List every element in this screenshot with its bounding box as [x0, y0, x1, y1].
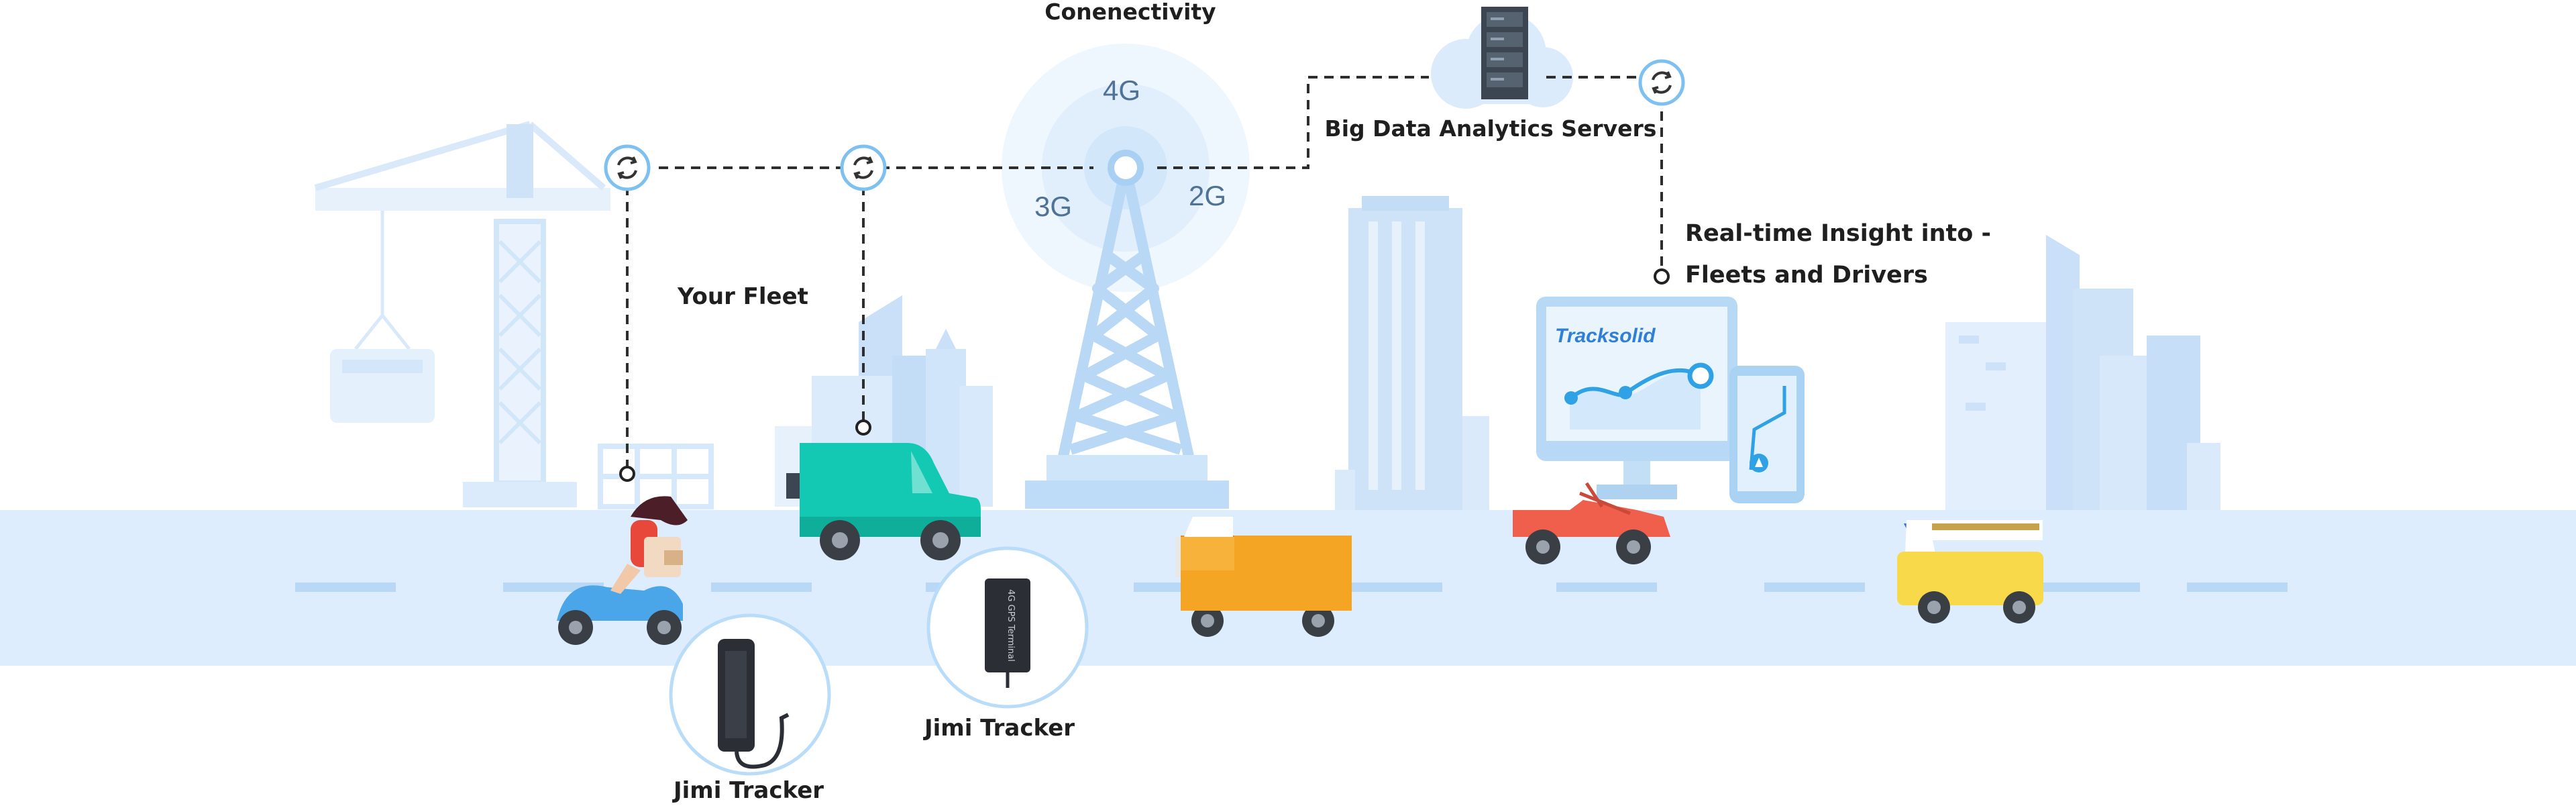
insight-label-line1: Real-time Insight into - — [1685, 220, 1992, 247]
scooter-rider — [557, 496, 688, 645]
sync-node-van — [840, 144, 887, 191]
your-fleet-label: Your Fleet — [678, 283, 808, 310]
network-2g-label: 2G — [1188, 180, 1227, 211]
servers-label: Big Data Analytics Servers — [1324, 115, 1657, 142]
construction-crane — [314, 121, 610, 507]
tower-node — [1108, 150, 1144, 186]
buildings-cluster-center — [1335, 196, 1489, 510]
convertible-car — [1513, 482, 1670, 564]
monitoring-display — [1536, 297, 1805, 503]
tracker-label-left: Jimi Tracker — [673, 777, 824, 804]
cloud-servers — [1431, 7, 1573, 109]
network-3g-label: 3G — [1034, 191, 1073, 222]
tracksolid-logo-text: Tracksolid — [1555, 325, 1656, 347]
buildings-cluster-right — [1945, 235, 2220, 510]
sync-icon — [853, 156, 873, 179]
tracker-left — [669, 613, 831, 776]
endpoint-insight — [1654, 268, 1670, 285]
connectivity-label: Conenectivity — [1044, 0, 1216, 25]
background-cityscape — [314, 121, 2220, 510]
sync-node-servers — [1638, 59, 1685, 106]
tracker-model-text: 4G GPS Terminal — [1006, 589, 1016, 662]
tracker-label-right: Jimi Tracker — [924, 715, 1075, 742]
insight-label-line2: Fleets and Drivers — [1685, 262, 1928, 289]
taxi-car — [1897, 520, 2043, 623]
endpoint-van — [855, 419, 871, 436]
cell-tower — [1002, 44, 1250, 509]
pickup-truck — [1175, 517, 1352, 637]
van-vehicle — [786, 443, 981, 560]
server-rack-icon — [1481, 7, 1528, 99]
sync-icon — [617, 156, 637, 179]
sync-node-crane — [604, 144, 651, 191]
network-4g-label: 4G — [1102, 74, 1141, 106]
sync-icon — [1652, 71, 1672, 94]
endpoint-scooter — [619, 466, 635, 482]
tracker-right: 4G GPS Terminal — [926, 546, 1089, 709]
connection-links — [626, 76, 1663, 468]
